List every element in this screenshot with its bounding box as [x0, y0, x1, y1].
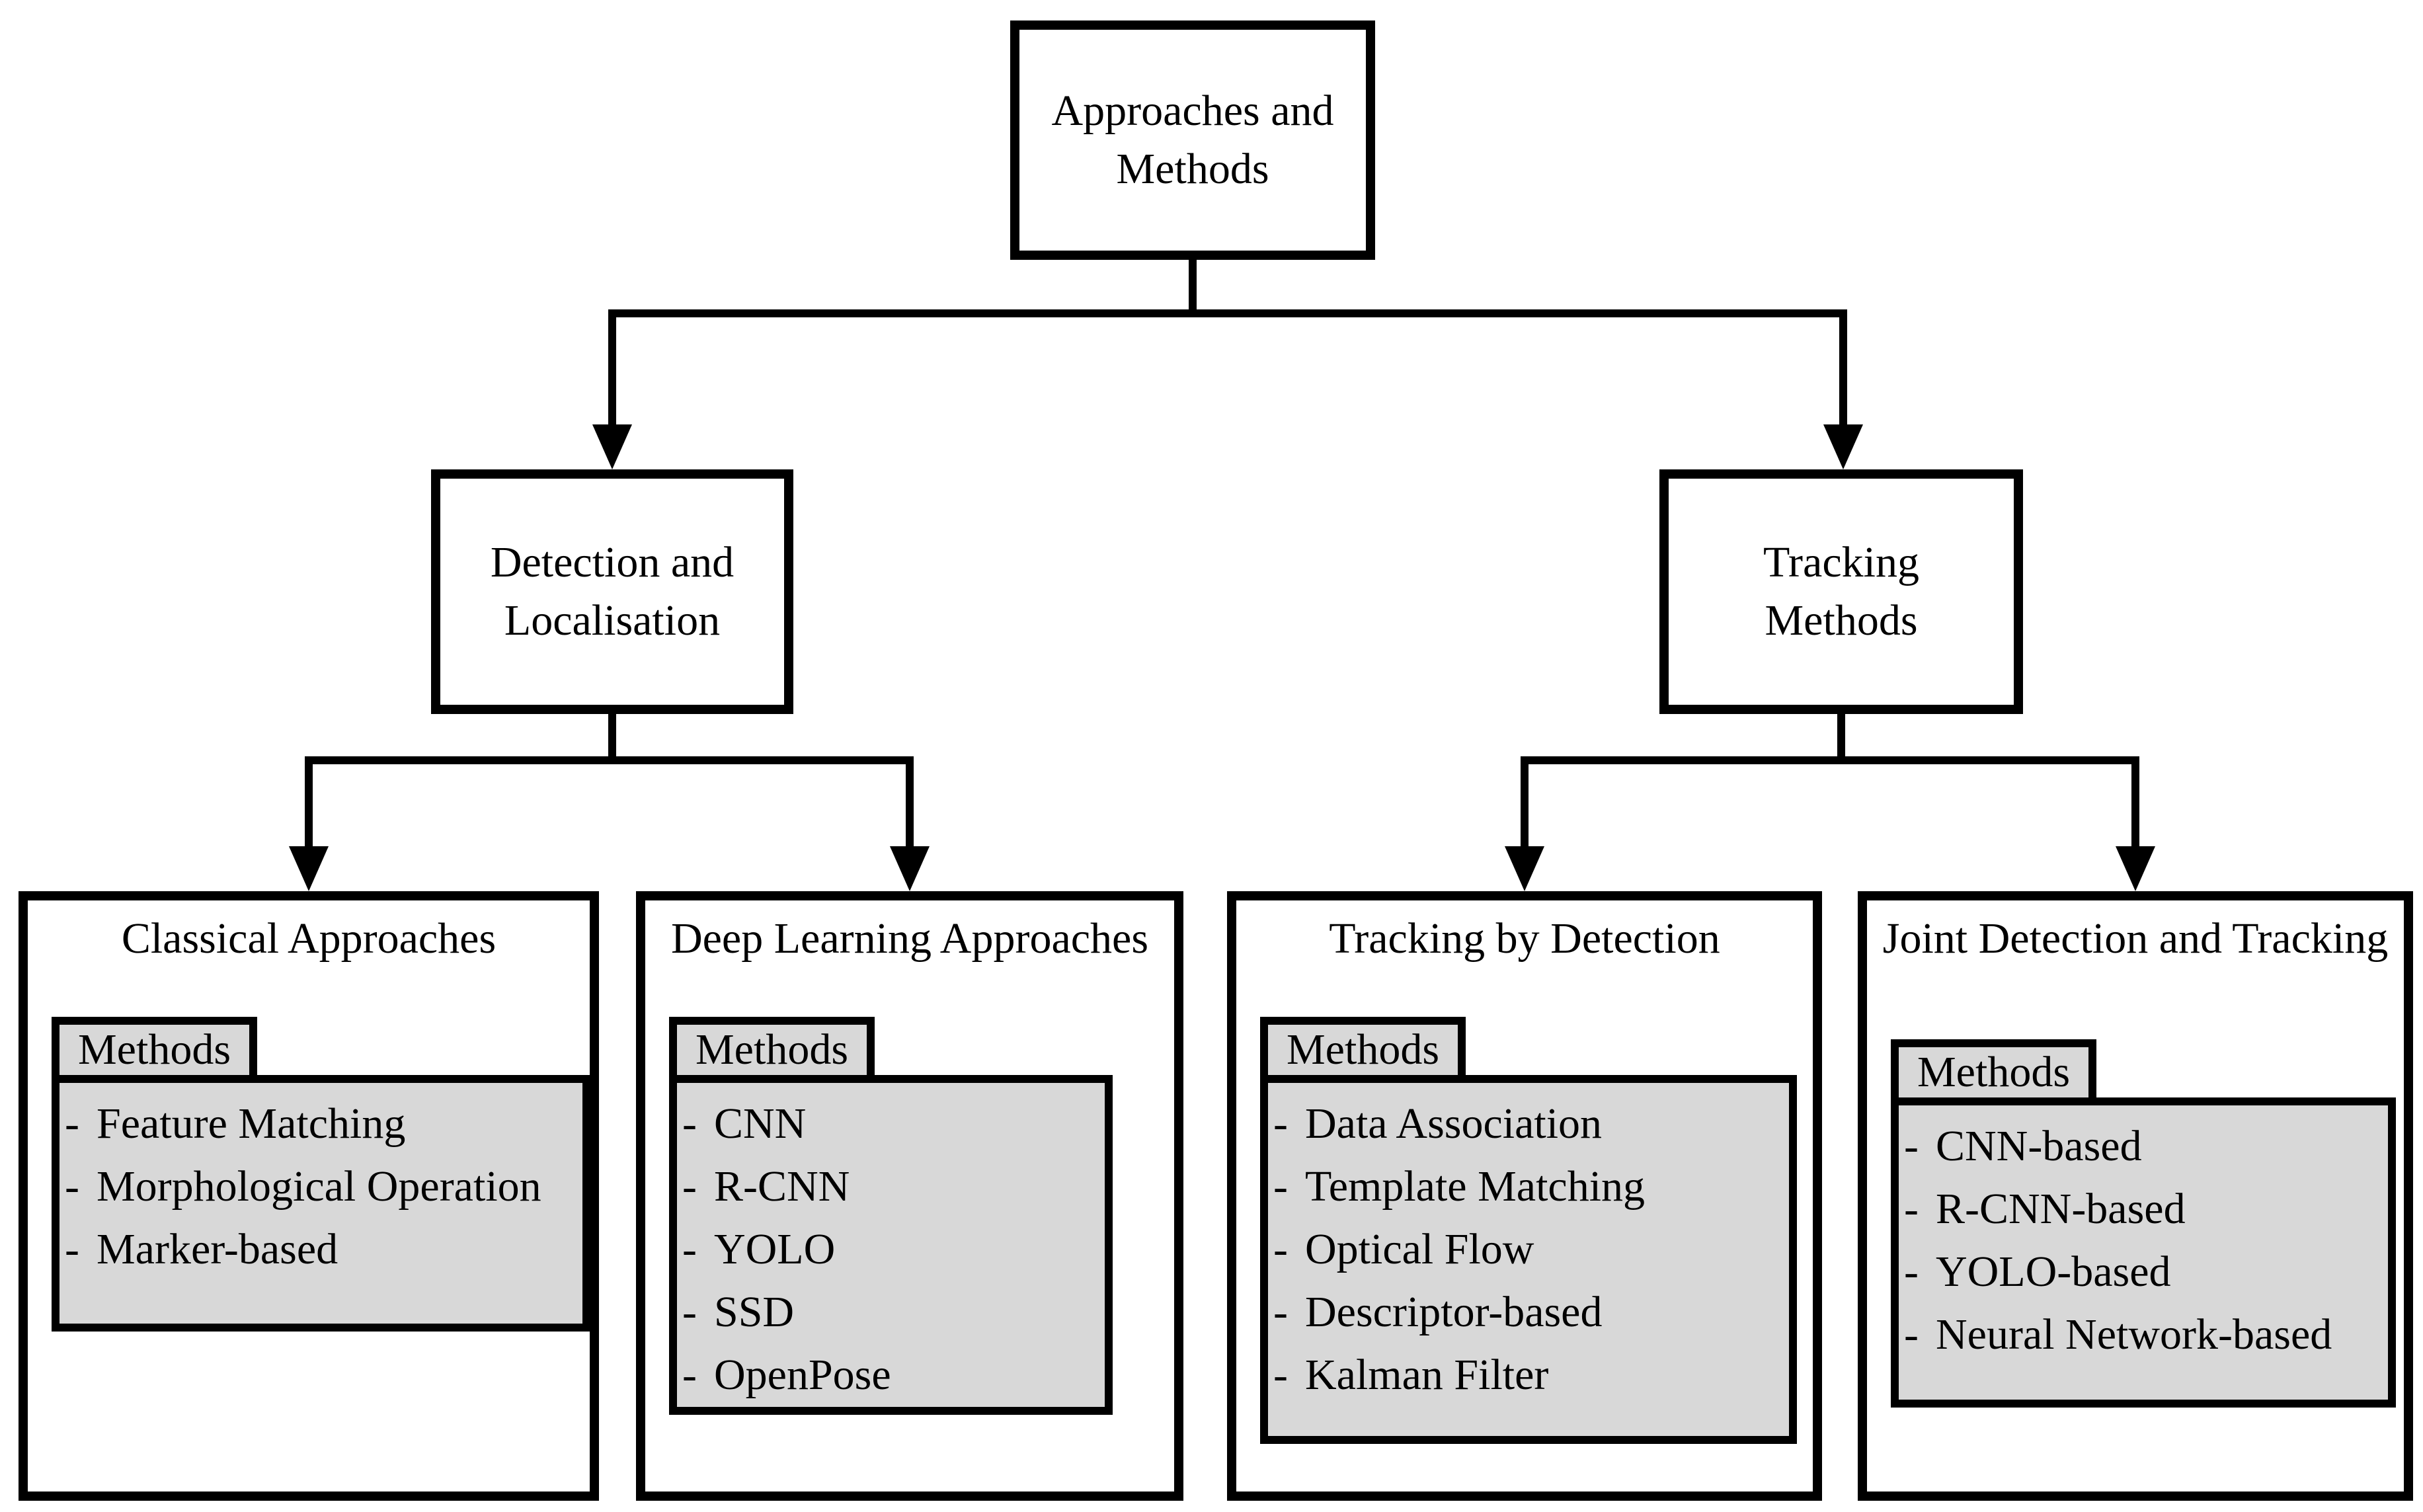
- down-arrowhead-icon: [2116, 846, 2155, 891]
- method-item: -R-CNN-based: [1904, 1177, 2383, 1240]
- method-label: YOLO: [713, 1225, 836, 1273]
- method-item: -OpenPose: [682, 1343, 1099, 1406]
- methods-panel: -CNN-based -R-CNN-based -YOLO-based -Neu…: [1891, 1097, 2396, 1408]
- method-label: Neural Network-based: [1935, 1310, 2332, 1359]
- method-bullet: -: [1904, 1185, 1919, 1233]
- method-item: -Kalman Filter: [1273, 1343, 1784, 1406]
- method-bullet: -: [682, 1099, 697, 1148]
- node-classical-approaches: Classical Approaches Methods -Feature Ma…: [19, 891, 599, 1501]
- method-label: Marker-based: [96, 1225, 338, 1273]
- methods-panel: -CNN -R-CNN -YOLO -SSD -OpenPose: [669, 1075, 1113, 1415]
- node-deep-learning-approaches: Deep Learning Approaches Methods -CNN -R…: [636, 891, 1183, 1501]
- node-title: Deep Learning Approaches: [670, 914, 1149, 963]
- method-label: Data Association: [1304, 1099, 1603, 1148]
- connector-tracking-crossbar: [1521, 756, 2139, 764]
- connector-level1-crossbar: [608, 309, 1847, 317]
- method-bullet: -: [65, 1099, 79, 1148]
- connector-leaf1-drop: [305, 756, 313, 846]
- method-label: Feature Matching: [96, 1099, 406, 1148]
- method-item: -Data Association: [1273, 1092, 1784, 1155]
- connector-leaf4-drop: [2131, 756, 2139, 846]
- node-detection-and-localisation: Detection and Localisation: [431, 469, 793, 714]
- method-item: -Descriptor-based: [1273, 1281, 1784, 1343]
- method-item: -Feature Matching: [65, 1092, 577, 1155]
- node-title: Tracking Methods: [1763, 538, 1919, 645]
- method-bullet: -: [1904, 1248, 1919, 1296]
- method-bullet: -: [1904, 1122, 1919, 1170]
- method-label: Kalman Filter: [1304, 1351, 1549, 1399]
- method-bullet: -: [1273, 1288, 1288, 1336]
- method-item: -YOLO: [682, 1218, 1099, 1281]
- methods-tab: Methods: [1260, 1017, 1466, 1083]
- connector-root-stem: [1189, 260, 1197, 317]
- method-bullet: -: [1904, 1310, 1919, 1359]
- method-item: -R-CNN: [682, 1155, 1099, 1218]
- node-joint-detection-and-tracking: Joint Detection and Tracking Methods -CN…: [1858, 891, 2413, 1501]
- connector-leaf3-drop: [1521, 756, 1529, 846]
- node-tracking-methods: Tracking Methods: [1659, 469, 2023, 714]
- methods-panel: -Data Association -Template Matching -Op…: [1260, 1075, 1797, 1444]
- node-title: Detection and Localisation: [490, 538, 735, 645]
- method-item: -Marker-based: [65, 1218, 577, 1281]
- method-item: -CNN-based: [1904, 1115, 2383, 1177]
- down-arrowhead-icon: [289, 846, 329, 891]
- method-label: Descriptor-based: [1304, 1288, 1603, 1336]
- down-arrowhead-icon: [890, 846, 930, 891]
- method-label: OpenPose: [713, 1351, 891, 1399]
- method-bullet: -: [1273, 1225, 1288, 1273]
- connector-leaf2-drop: [906, 756, 914, 846]
- method-item: -Neural Network-based: [1904, 1303, 2383, 1366]
- method-label: R-CNN-based: [1935, 1185, 2186, 1233]
- method-label: R-CNN: [713, 1162, 850, 1211]
- method-bullet: -: [1273, 1351, 1288, 1399]
- method-label: Optical Flow: [1304, 1225, 1534, 1273]
- connector-tracking-stem: [1837, 714, 1845, 764]
- node-approaches-and-methods: Approaches and Methods: [1010, 20, 1375, 260]
- node-tracking-by-detection: Tracking by Detection Methods -Data Asso…: [1227, 891, 1822, 1501]
- method-bullet: -: [682, 1351, 697, 1399]
- methods-tab: Methods: [52, 1017, 257, 1083]
- method-item: -Template Matching: [1273, 1155, 1784, 1218]
- method-bullet: -: [65, 1162, 79, 1211]
- method-item: -CNN: [682, 1092, 1099, 1155]
- methods-tab: Methods: [1891, 1039, 2096, 1105]
- down-arrowhead-icon: [1505, 846, 1544, 891]
- method-label: SSD: [713, 1288, 795, 1336]
- method-bullet: -: [1273, 1099, 1288, 1148]
- method-bullet: -: [682, 1288, 697, 1336]
- method-bullet: -: [682, 1162, 697, 1211]
- methods-panel: -Feature Matching -Morphological Operati…: [52, 1075, 590, 1332]
- connector-detection-stem: [608, 714, 616, 764]
- node-title: Approaches and Methods: [1051, 87, 1334, 193]
- method-label: CNN-based: [1935, 1122, 2142, 1170]
- methods-tab: Methods: [669, 1017, 875, 1083]
- method-item: -YOLO-based: [1904, 1240, 2383, 1303]
- connector-branch-right-drop: [1839, 309, 1847, 424]
- method-item: -SSD: [682, 1281, 1099, 1343]
- method-bullet: -: [65, 1225, 79, 1273]
- method-item: -Morphological Operation: [65, 1155, 577, 1218]
- method-label: Template Matching: [1304, 1162, 1646, 1211]
- node-title: Joint Detection and Tracking: [1882, 914, 2389, 963]
- node-title: Classical Approaches: [121, 914, 497, 963]
- down-arrowhead-icon: [592, 424, 632, 469]
- method-label: YOLO-based: [1935, 1248, 2171, 1296]
- method-bullet: -: [1273, 1162, 1288, 1211]
- method-label: Morphological Operation: [96, 1162, 541, 1211]
- connector-detection-crossbar: [305, 756, 914, 764]
- connector-branch-left-drop: [608, 309, 616, 424]
- method-label: CNN: [713, 1099, 807, 1148]
- method-bullet: -: [682, 1225, 697, 1273]
- node-title: Tracking by Detection: [1329, 914, 1720, 963]
- method-item: -Optical Flow: [1273, 1218, 1784, 1281]
- down-arrowhead-icon: [1823, 424, 1863, 469]
